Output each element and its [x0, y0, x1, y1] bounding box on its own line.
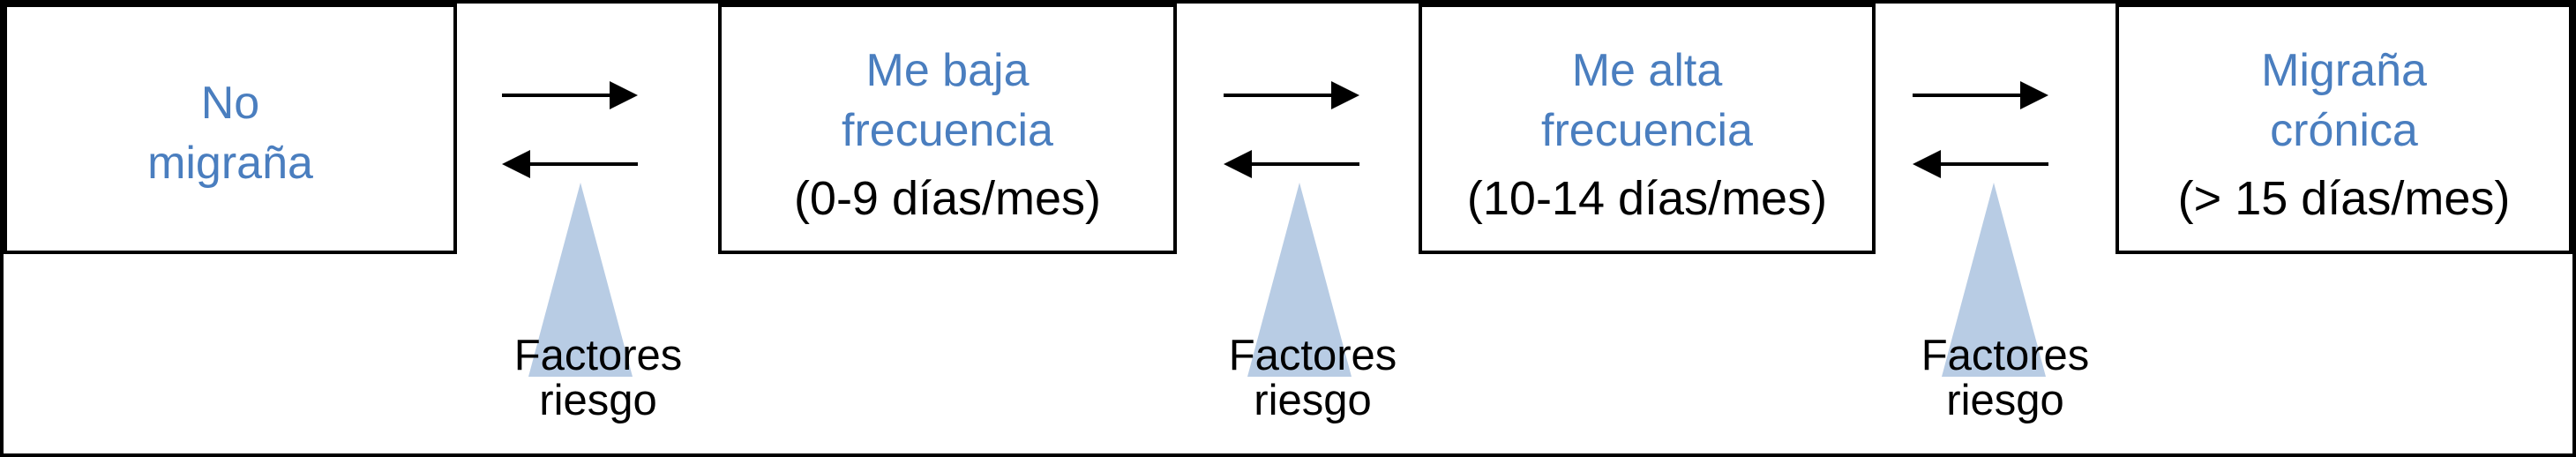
risk-factors-label-line: Factores	[1228, 332, 1397, 379]
stage-box-migrana-cronica: Migraña crónica (> 15 días/mes)	[2115, 4, 2572, 254]
risk-factors-label-line: Factores	[513, 332, 683, 379]
arrow-head-icon	[2020, 81, 2048, 109]
risk-factors-label-line: riesgo	[539, 377, 657, 424]
arrow-head-icon	[610, 81, 638, 109]
arrow-shaft	[528, 162, 638, 166]
risk-triangle-icon	[528, 183, 633, 377]
stage-subtitle: (0-9 días/mes)	[793, 172, 1102, 225]
stage-title-line: Migraña	[2261, 45, 2427, 96]
stage-box-me-alta-frecuencia: Me alta frecuencia (10-14 días/mes)	[1419, 4, 1876, 254]
arrow-head-icon	[1331, 81, 1359, 109]
stage-subtitle: (10-14 días/mes)	[1466, 172, 1828, 225]
risk-triangle-icon	[1247, 183, 1352, 377]
stage-box-me-baja-frecuencia: Me baja frecuencia (0-9 días/mes)	[718, 4, 1177, 254]
stage-title-line: frecuencia	[842, 105, 1053, 156]
arrow-right-icon	[1913, 81, 2048, 109]
risk-factors-label-line: riesgo	[1254, 377, 1372, 424]
arrow-head-icon	[502, 150, 530, 178]
stage-title-line: No	[200, 78, 260, 129]
stage-title-line: migraña	[147, 138, 313, 189]
arrow-head-icon	[1913, 150, 1941, 178]
stage-title-line: frecuencia	[1541, 105, 1753, 156]
risk-factors-label: Factores riesgo	[514, 333, 683, 423]
stage-title-line: Me alta	[1571, 45, 1723, 96]
arrow-shaft	[1250, 162, 1359, 166]
arrow-left-icon	[502, 150, 638, 178]
arrow-left-icon	[1913, 150, 2048, 178]
arrow-right-icon	[502, 81, 638, 109]
arrow-head-icon	[1224, 150, 1252, 178]
arrow-shaft	[1224, 94, 1333, 97]
stage-box-no-migrana: No migraña	[4, 4, 457, 254]
risk-triangle-icon	[1942, 183, 2046, 377]
risk-factors-label: Factores riesgo	[1229, 333, 1397, 423]
stage-title-line: Me baja	[865, 45, 1030, 96]
arrow-left-icon	[1224, 150, 1359, 178]
arrow-shaft	[1939, 162, 2048, 166]
risk-factors-label-line: riesgo	[1946, 377, 2064, 424]
arrow-shaft	[502, 94, 611, 97]
risk-factors-label-line: Factores	[1921, 332, 2090, 379]
stage-title-line: crónica	[2270, 105, 2418, 156]
risk-factors-label: Factores riesgo	[1921, 333, 2090, 423]
stage-subtitle: (> 15 días/mes)	[2177, 172, 2511, 225]
arrow-right-icon	[1224, 81, 1359, 109]
arrow-shaft	[1913, 94, 2022, 97]
